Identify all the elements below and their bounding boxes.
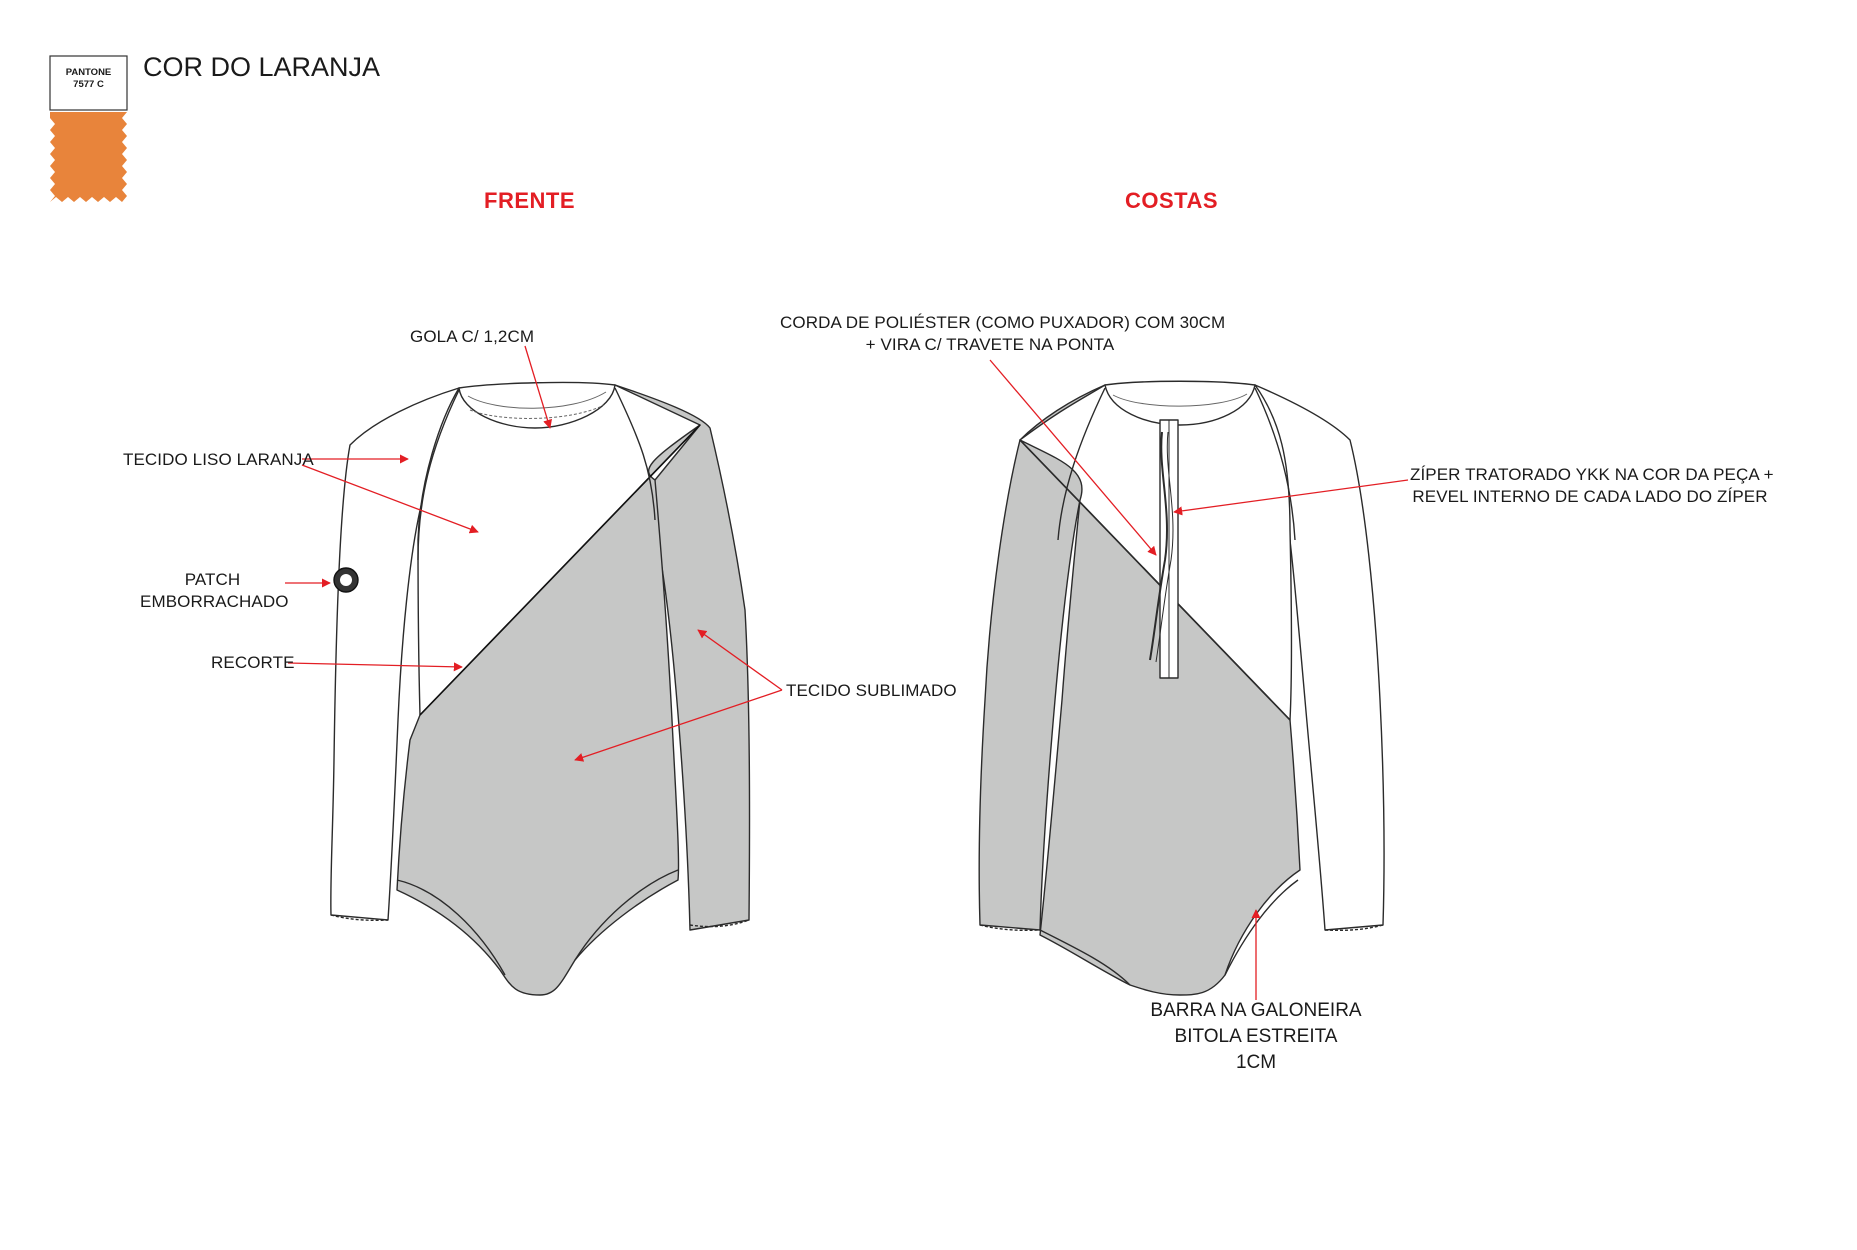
label-barra-line3: 1CM <box>1235 1052 1277 1074</box>
back-recorte-seam <box>1019 439 1291 721</box>
back-body-sublimated-panel <box>1019 439 1301 996</box>
arrow-gola <box>524 345 552 429</box>
label-patch-line1: PATCH <box>184 570 241 589</box>
label-patch: PATCH EMBORRACHADO <box>140 569 289 614</box>
label-corda-line1: CORDA DE POLIÉSTER (COMO PUXADOR) COM 30… <box>780 313 1226 332</box>
front-collar <box>458 381 616 429</box>
arrow-recorte <box>287 662 463 672</box>
label-ziper: ZÍPER TRATORADO YKK NA COR DA PEÇA + REV… <box>1410 464 1774 509</box>
back-left-sleeve <box>978 384 1106 931</box>
arrow-tecido-liso-body <box>301 464 479 534</box>
pantone-swatch <box>49 55 128 202</box>
label-corda-line2: + VIRA C/ TRAVETE NA PONTA <box>865 335 1115 355</box>
arrow-sublimado-body <box>574 689 783 762</box>
back-garment <box>978 380 1385 996</box>
front-body-sublimated-panel <box>396 424 701 996</box>
front-recorte-seam <box>419 424 701 716</box>
label-corda: CORDA DE POLIÉSTER (COMO PUXADOR) COM 30… <box>780 312 1226 357</box>
front-view-title: FRENTE <box>484 188 575 213</box>
back-pull-cord <box>1149 431 1168 661</box>
label-tecido-sublimado: TECIDO SUBLIMADO <box>786 681 957 700</box>
arrow-corda <box>989 359 1157 556</box>
label-ziper-line1: ZÍPER TRATORADO YKK NA COR DA PEÇA + <box>1410 465 1774 484</box>
label-barra: BARRA NA GALONEIRA BITOLA ESTREITA 1CM <box>1120 998 1392 1077</box>
label-barra-line1: BARRA NA GALONEIRA <box>1150 1000 1362 1021</box>
back-collar <box>1104 380 1256 426</box>
label-patch-line2: EMBORRACHADO <box>140 592 289 612</box>
swatch-label-line1: PANTONE <box>65 67 112 78</box>
label-tecido-liso: TECIDO LISO LARANJA <box>123 450 314 469</box>
back-view-title: COSTAS <box>1125 188 1219 213</box>
arrow-ziper <box>1173 479 1409 516</box>
swatch-label-line2: 7577 C <box>73 78 104 90</box>
label-gola: GOLA C/ 1,2CM <box>410 327 535 346</box>
label-barra-line2: BITOLA ESTREITA <box>1174 1026 1338 1048</box>
front-garment <box>330 381 751 996</box>
page-title: COR DO LARANJA <box>143 52 381 82</box>
arrow-sublimado-sleeve <box>697 629 783 691</box>
swatch-label: PANTONE 7577 C <box>50 67 127 91</box>
annotation-arrows <box>285 345 1409 1000</box>
label-ziper-line2: REVEL INTERNO DE CADA LADO DO ZÍPER <box>1412 487 1768 507</box>
swatch-color-chip <box>50 112 127 202</box>
label-recorte: RECORTE <box>211 653 295 672</box>
